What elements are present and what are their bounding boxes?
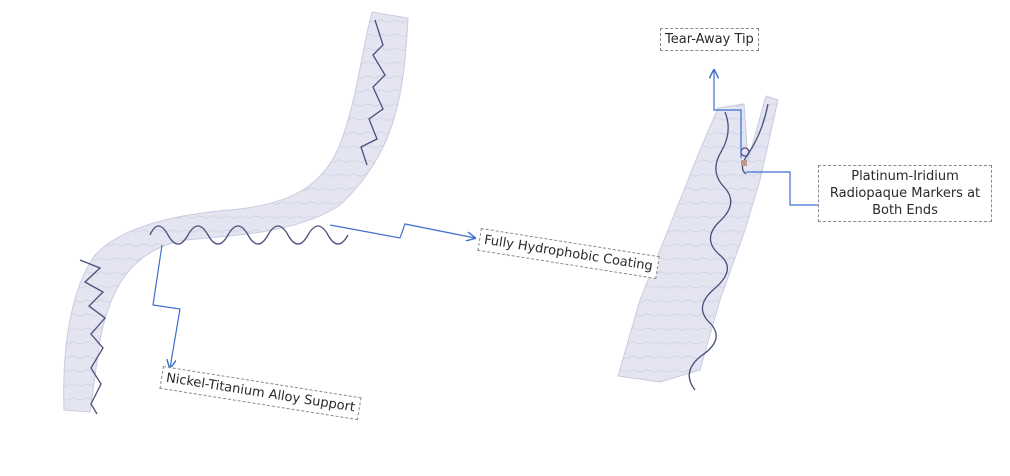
leader-coating xyxy=(329,223,475,238)
stent-curved-wire-middle xyxy=(149,225,349,245)
stent-straight-body xyxy=(617,95,779,383)
leader-alloy xyxy=(152,244,181,368)
label-tear-away-tip: Tear-Away Tip xyxy=(660,28,759,51)
stent-curved-wire-upper xyxy=(360,19,386,166)
label-radiopaque-markers: Platinum-Iridium Radiopaque Markers at B… xyxy=(818,165,992,222)
stent-curved xyxy=(63,11,409,415)
leader-tear-away-tip xyxy=(714,70,742,158)
stent-curved-wire-lower xyxy=(79,259,106,415)
stent-curved-body xyxy=(63,11,409,413)
stent-straight-wire xyxy=(688,111,732,391)
stent-straight xyxy=(617,95,779,391)
leader-markers xyxy=(746,171,832,205)
leader-lines xyxy=(152,70,832,368)
radiopaque-marker-band xyxy=(741,160,747,166)
